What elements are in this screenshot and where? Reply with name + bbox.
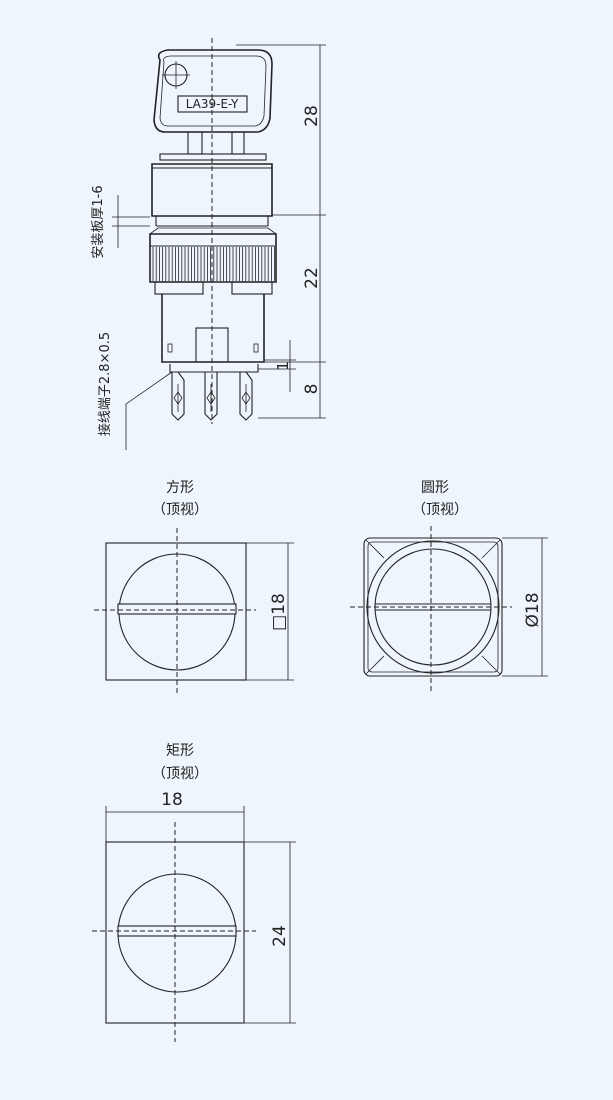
switch-body [161, 294, 265, 363]
dim-pin-gap-1: 1 [274, 361, 292, 371]
rect-subtitle: （顶视） [152, 766, 208, 782]
operator-cap [151, 163, 273, 217]
round-title: 圆形 [421, 480, 449, 496]
square-view: 方形 （顶视） □18 [94, 480, 294, 694]
rect-view: 矩形 （顶视） 18 24 [92, 743, 296, 1042]
rect-dim-height: 24 [270, 925, 290, 947]
side-view: LA39-E-Y [91, 38, 326, 450]
round-view: 圆形 （顶视） Ø18 [350, 480, 548, 694]
terminal-label: 接线端子2.8×0.5 [97, 332, 113, 436]
knurled-nut [149, 227, 277, 295]
square-outline [105, 542, 247, 681]
side-dimensions: 28 22 1 8 [236, 44, 326, 419]
dim-body-22: 22 [302, 267, 322, 289]
panel-thickness-label: 安装板厚1-6 [91, 185, 106, 258]
square-title: 方形 [166, 480, 194, 496]
dim-key-28: 28 [302, 105, 322, 127]
rect-dim-width: 18 [161, 790, 183, 810]
rect-title: 矩形 [166, 743, 194, 759]
square-dim: □18 [269, 593, 289, 631]
round-dim: Ø18 [523, 592, 543, 627]
dim-terminal-8: 8 [302, 384, 322, 395]
round-subtitle: （顶视） [412, 502, 468, 518]
side-left-annotations: 安装板厚1-6 接线端子2.8×0.5 [91, 185, 173, 450]
square-subtitle: （顶视） [152, 502, 208, 518]
terminals [169, 364, 259, 421]
key-head [153, 49, 273, 133]
